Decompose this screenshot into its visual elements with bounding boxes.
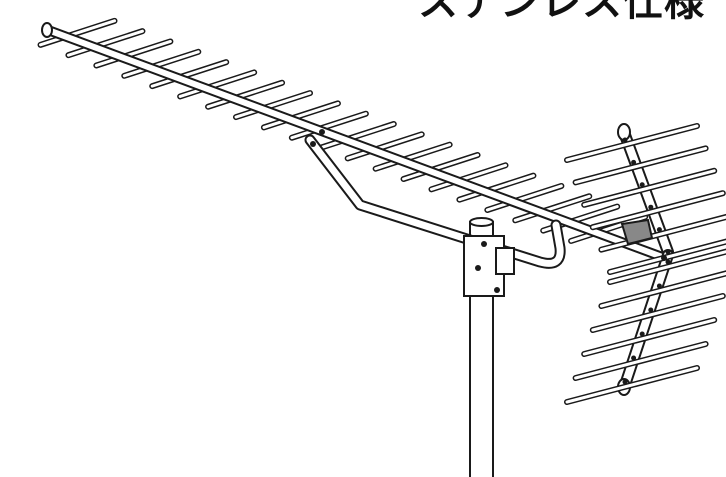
director-rod (512, 193, 593, 224)
reflector-rod (589, 293, 726, 333)
reflector-rod (598, 270, 726, 309)
rivet (656, 227, 662, 233)
reflector-rod (581, 167, 718, 208)
rivet (622, 137, 628, 143)
reflector-rod (581, 317, 718, 357)
reflector-rod (607, 238, 726, 275)
director-rod (288, 110, 369, 141)
page-title: ステンレス仕様 (418, 0, 705, 25)
director-rod (233, 90, 314, 121)
main-boom (41, 22, 670, 263)
director-rod (37, 17, 118, 48)
director-rod (205, 79, 286, 110)
director-rod (400, 152, 481, 182)
director-rod (149, 59, 230, 90)
reflector-elements (564, 123, 726, 405)
reflector-rod (598, 213, 726, 253)
rivet (648, 204, 654, 210)
rivet (665, 249, 671, 255)
reflector-rod (564, 123, 700, 163)
feed-box (620, 218, 667, 261)
reflector-rod (572, 341, 709, 381)
reflector-rod (589, 190, 726, 231)
director-rod (177, 69, 258, 100)
reflector-rod (564, 365, 700, 405)
rivet (639, 182, 645, 188)
director-rod (484, 182, 565, 213)
director-elements (37, 17, 649, 244)
director-rod (344, 131, 425, 162)
rivet (639, 331, 645, 337)
director-rod (93, 38, 174, 69)
director-rod (372, 141, 453, 172)
reflector-rod (572, 145, 709, 186)
director-rod (316, 121, 397, 152)
rivet (622, 379, 628, 385)
rivet (665, 259, 671, 265)
director-rod (428, 162, 509, 193)
director-rod (568, 213, 649, 244)
director-rod (65, 28, 146, 59)
rivet (656, 283, 662, 289)
rivet (648, 307, 654, 313)
rivet (631, 159, 637, 165)
director-rod (121, 48, 202, 79)
mast-clamp (463, 235, 515, 297)
reflector-rod (607, 248, 726, 285)
director-rod (260, 100, 341, 131)
director-rod (456, 172, 537, 203)
rivet (631, 355, 637, 361)
